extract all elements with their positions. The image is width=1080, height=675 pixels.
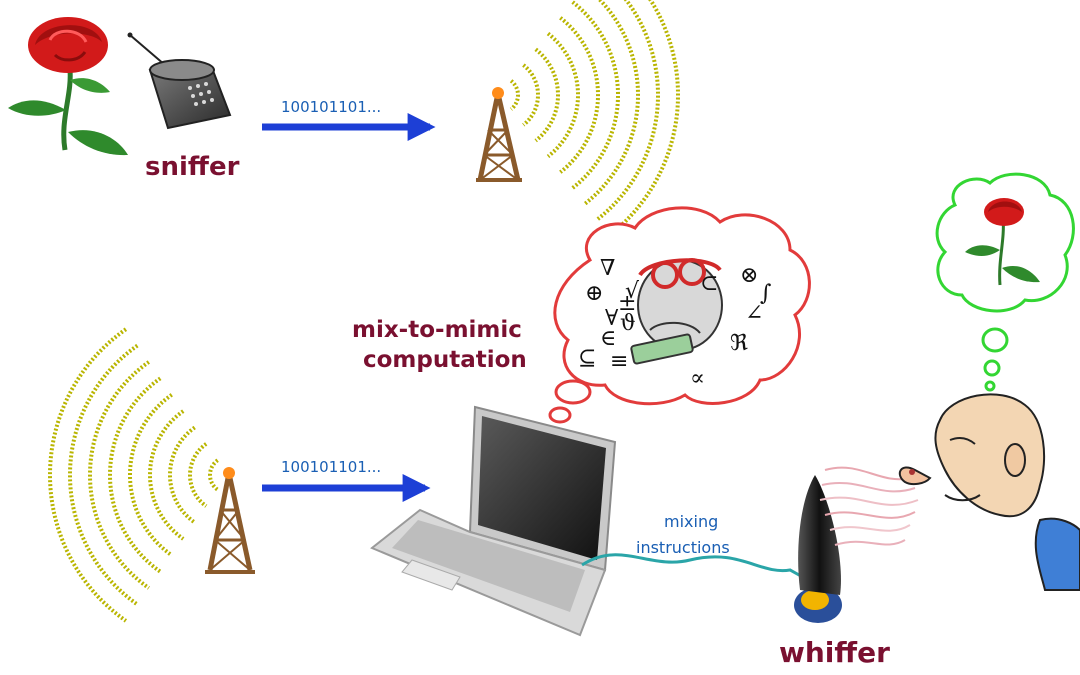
rose-icon: [8, 17, 128, 155]
radio-waves-bottom: [50, 329, 218, 621]
radio-wave-arc: [560, 18, 598, 172]
math-symbol: ±: [618, 291, 636, 316]
sniffer-label: sniffer: [145, 152, 239, 182]
radio-wave-arc: [597, 0, 658, 220]
antenna-tower-icon: [476, 87, 522, 180]
math-symbol: ≡: [610, 349, 628, 374]
laptop-icon: [372, 407, 615, 635]
radio-wave-arc: [536, 49, 558, 140]
radio-wave-arc: [511, 81, 518, 109]
math-symbol: ∀: [605, 306, 619, 331]
mixing-cable: [582, 555, 808, 580]
math-symbol: ⊕: [585, 281, 603, 306]
math-symbol: ∠: [745, 301, 763, 326]
radio-wave-arc: [50, 329, 126, 621]
bits-label-bottom: 100101101...: [281, 458, 381, 476]
bits-label-top: 100101101...: [281, 98, 381, 116]
person-sniffing-icon: [900, 394, 1080, 590]
mix-to-mimic-label: mix-to-mimic: [352, 317, 522, 343]
thought-cloud-rose: [937, 174, 1073, 390]
mixing-label: mixing: [664, 512, 718, 531]
radio-wave-arc: [585, 0, 638, 204]
radio-wave-arc: [150, 411, 183, 539]
radio-wave-arc: [573, 2, 618, 188]
radio-wave-arc: [210, 460, 218, 489]
radio-wave-arc: [548, 34, 578, 157]
math-symbol: ⊗: [740, 263, 758, 288]
instructions-label: instructions: [636, 538, 730, 557]
math-symbol: ⊂: [700, 271, 718, 296]
computation-label: computation: [363, 347, 527, 373]
radio-wave-arc: [130, 395, 172, 556]
thought-cloud-computation: ⊕∈ϑ⊆≡∝⊗∫ℜ∠∇√±⊂∀: [547, 208, 809, 436]
radio-wave-arc: [523, 65, 538, 125]
math-symbol: ⊆: [578, 346, 596, 371]
radio-wave-arc: [110, 378, 160, 571]
sniffer-device-icon: [128, 33, 231, 129]
radio-wave-arc: [190, 444, 206, 506]
math-symbol: ℜ: [730, 331, 748, 356]
math-symbol: ∇: [600, 256, 615, 281]
radio-waves-top: [511, 0, 678, 235]
math-symbol: ∝: [690, 366, 705, 391]
whiffer-label: whiffer: [779, 636, 890, 669]
radio-wave-arc: [90, 362, 149, 588]
radio-wave-arc: [70, 346, 137, 605]
